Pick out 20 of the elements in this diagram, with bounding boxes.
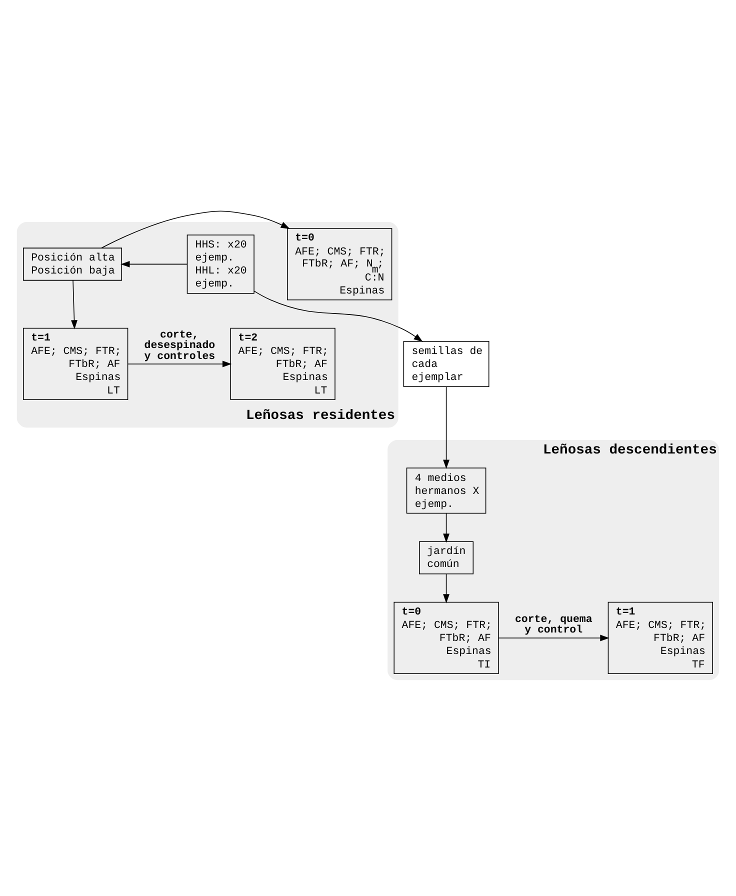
arrow: [443, 573, 450, 603]
node-box: t=1 AFE; CMS; FTR; FTbR; AF Espinas TF: [608, 601, 713, 674]
arrow: [71, 279, 78, 329]
node-box: t=1 AFE; CMS; FTR; FTbR; AF Espinas LT: [23, 327, 128, 400]
node-box: 4 medios hermanos X ejemp.: [406, 467, 486, 514]
edge-label: corte, quema y control: [514, 613, 592, 636]
edge-label: corte, desespinado y controles: [144, 328, 216, 362]
arrow: [498, 634, 610, 641]
node-box: Posición alta Posición baja: [23, 247, 122, 280]
node-box: t=2 AFE; CMS; FTR; FTbR; AF Espinas LT: [230, 327, 336, 400]
node-box: semillas de cada ejemplar: [403, 340, 490, 386]
arrow: [101, 210, 290, 248]
arrow: [443, 386, 450, 468]
node-box: HHS: x20 ejemp. HHL: x20 ejemp.: [186, 234, 254, 294]
node-box: jardín común: [419, 540, 474, 574]
arrow: [443, 512, 450, 542]
arrow: [127, 360, 232, 367]
arrow: [254, 290, 423, 342]
arrow: [120, 260, 188, 267]
node-box: t=0 AFE; CMS; FTR; FTbR; AF Espinas TI: [394, 601, 499, 674]
